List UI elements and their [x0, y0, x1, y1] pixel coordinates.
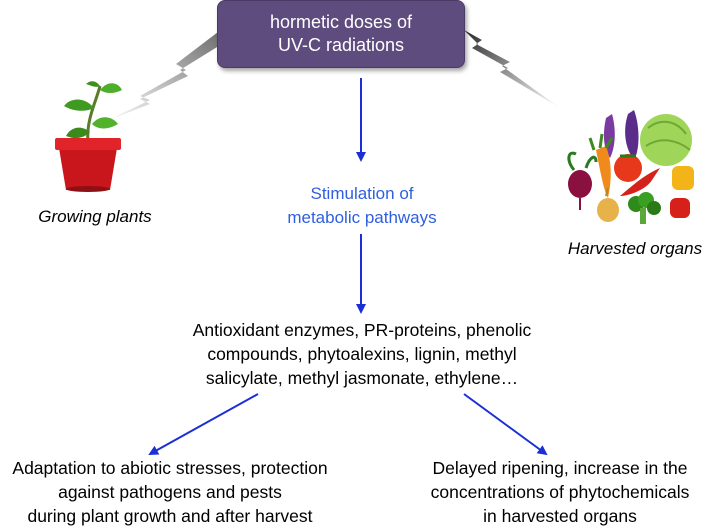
stimulation-label: Stimulation of metabolic pathways [287, 184, 437, 227]
compounds-label: Antioxidant enzymes, PR-proteins, phenol… [192, 320, 532, 388]
potted-plant-icon [55, 81, 122, 192]
growing-plants-label: Growing plants [38, 207, 152, 226]
lightning-bolt-right-icon [464, 30, 560, 108]
vegetables-icon [567, 110, 694, 224]
arrow-compounds-to-left [148, 393, 259, 455]
lightning-bolt-left-icon [104, 32, 222, 122]
outcome-growing-label: Adaptation to abiotic stresses, protecti… [12, 458, 328, 526]
uvc-radiation-box: hormetic doses of UV-C radiations [217, 0, 465, 68]
arrow-compounds-to-right [463, 393, 548, 456]
harvested-organs-label: Harvested organs [567, 239, 703, 258]
uvc-radiation-label: hormetic doses of UV-C radiations [269, 12, 413, 55]
outcome-harvested-label: Delayed ripening, increase in the concen… [430, 458, 690, 526]
